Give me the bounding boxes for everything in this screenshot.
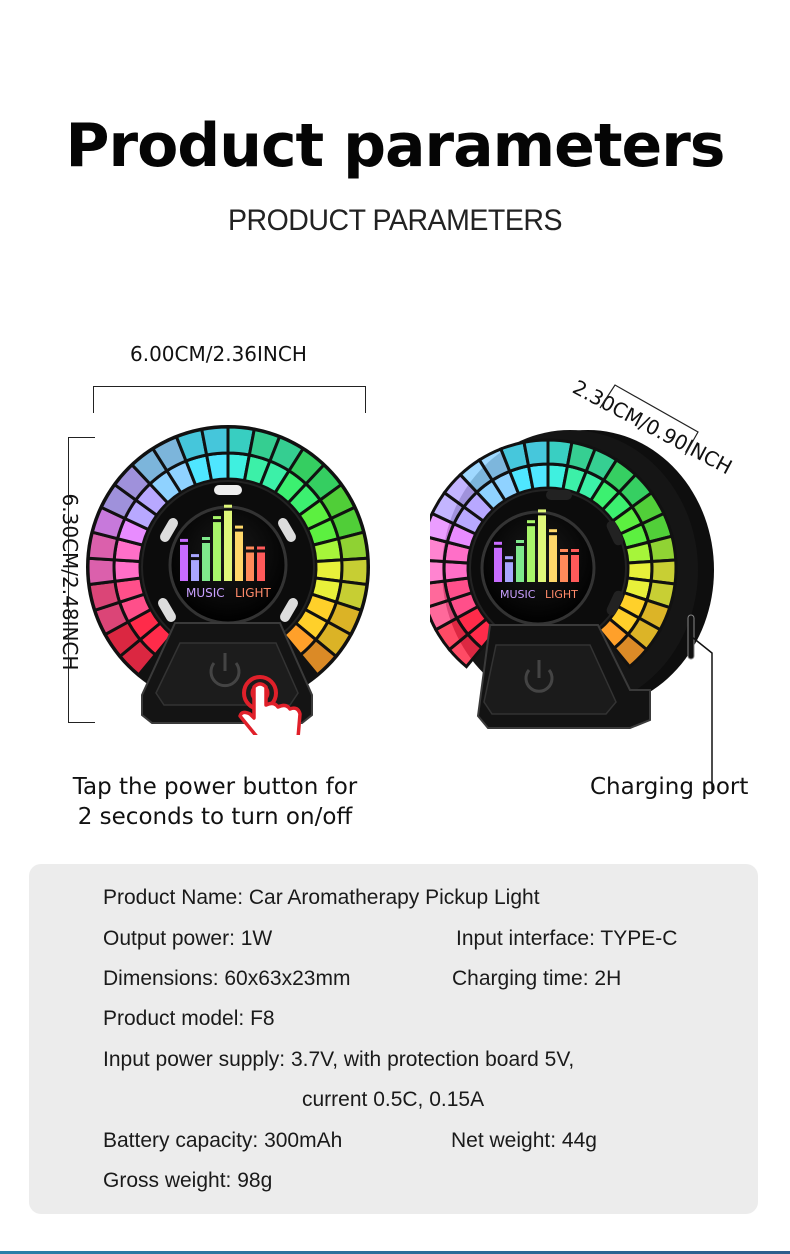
front-device-image: MUSIC LIGHT	[86, 425, 370, 735]
power-caption-line2: 2 seconds to turn on/off	[77, 804, 353, 830]
spec-gross-weight: Gross weight: 98g	[103, 1169, 273, 1192]
spec-battery-capacity: Battery capacity: 300mAh	[103, 1129, 343, 1152]
spec-charging-time: Charging time: 2H	[452, 967, 622, 990]
side-power-icon	[524, 660, 554, 693]
side-screen-text-music: MUSIC	[500, 588, 536, 601]
charging-port-leader-line	[691, 636, 713, 790]
page-title: Product parameters	[65, 111, 726, 181]
specs-panel	[29, 864, 758, 1214]
spec-product-model: Product model: F8	[103, 1007, 275, 1030]
side-screen-text-light: LIGHT	[545, 588, 578, 601]
width-dimension-label: 6.00CM/2.36INCH	[130, 342, 307, 366]
spec-input-interface: Input interface: TYPE-C	[456, 927, 678, 950]
charging-port-caption: Charging port	[590, 774, 749, 800]
power-icon	[209, 653, 241, 688]
page-subtitle: PRODUCT PARAMETERS	[227, 204, 563, 237]
side-device-image: MUSIC LIGHT	[430, 430, 714, 729]
tap-hand-icon	[238, 675, 302, 735]
spec-output-power: Output power: 1W	[103, 927, 273, 950]
width-dimension-bracket	[93, 386, 366, 413]
screen-text-light: LIGHT	[235, 586, 272, 600]
screen-text-music: MUSIC	[186, 586, 225, 600]
power-button-caption: Tap the power button for 2 seconds to tu…	[45, 772, 385, 832]
power-caption-line1: Tap the power button for	[72, 774, 358, 800]
spec-net-weight: Net weight: 44g	[451, 1129, 597, 1152]
spec-product-name: Product Name: Car Aromatherapy Pickup Li…	[103, 886, 540, 909]
bottom-divider	[0, 1251, 790, 1254]
spec-input-power-line1: Input power supply: 3.7V, with protectio…	[103, 1048, 575, 1071]
depth-dimension-bracket	[599, 384, 699, 456]
spec-dimensions: Dimensions: 60x63x23mm	[103, 967, 351, 990]
height-dimension-bracket	[68, 437, 95, 723]
spec-input-power-line2: current 0.5C, 0.15A	[302, 1088, 485, 1111]
charging-port-icon	[687, 614, 695, 660]
